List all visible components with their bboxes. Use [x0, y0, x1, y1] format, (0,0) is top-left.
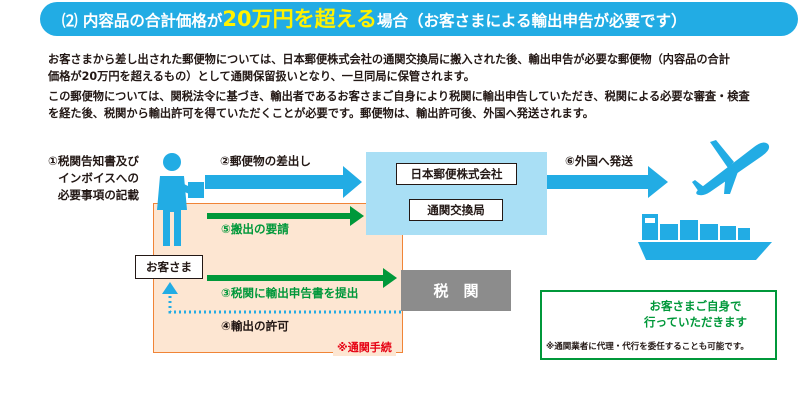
header-prefix: ⑵ 内容品の合計価格が — [62, 12, 223, 30]
step1-label: ①税関告知書及び インボイスへの 必要事項の記載 — [48, 153, 139, 204]
step3-arrow-shaft — [207, 275, 385, 281]
airplane-icon — [692, 140, 770, 196]
customer-box: お客さま — [135, 255, 203, 279]
section-header: ⑵ 内容品の合計価格が20万円を超える場合（お客さまによる輸出申告が必要です） — [40, 2, 798, 36]
legend-text: お客さまご自身で 行っていただきます — [628, 298, 763, 330]
cargo-ship-icon — [638, 214, 772, 260]
step6-label: ⑥外国へ発送 — [565, 154, 633, 168]
step1-line-1: ①税関告知書及び — [48, 154, 139, 168]
customer-icon — [157, 153, 204, 246]
legend-line-2: 行っていただきます — [644, 315, 747, 329]
step2-label: ②郵便物の差出し — [220, 154, 311, 168]
paragraph-line-4: を経た後、税関から輸出許可を得ていただくことが必要です。郵便物は、輸出許可後、外… — [48, 107, 594, 120]
step4-arrow-line — [168, 292, 401, 314]
japan-post-label: 日本郵便株式会社 — [396, 163, 517, 185]
step3-arrow-head — [383, 268, 397, 288]
step4-arrow-head — [162, 282, 178, 294]
step1-line-3: 必要事項の記載 — [57, 188, 139, 202]
step3-label: ③税関に輸出申告書を提出 — [221, 286, 359, 300]
step2-arrow — [205, 166, 362, 198]
header-suffix: 場合（お客さまによる輸出申告が必要です） — [377, 12, 687, 30]
step1-line-2: インボイスへの — [58, 171, 139, 185]
paragraph-line-3: この郵便物については、関税法令に基づき、輸出者であるお客さまご自身により税関に輸… — [48, 90, 750, 103]
legend-box — [540, 290, 777, 360]
customs-box: 税 関 — [401, 270, 511, 311]
customs-procedure-label: ※通関手続 — [333, 339, 396, 356]
legend-line-1: お客さまご自身で — [649, 299, 742, 313]
step4-label: ④輸出の許可 — [221, 319, 289, 333]
step5-arrow-head — [350, 206, 364, 226]
paragraph-line-2: 価格が20万円を超えるもの）として通関保留扱いとなり、一旦同局に保管されます。 — [48, 70, 475, 83]
step5-label: ⑤搬出の要請 — [221, 222, 289, 236]
step6-arrow — [547, 166, 668, 198]
header-highlight: 20万円を超える — [222, 7, 377, 31]
legend-note: ※通関業者に代理・代行を委任することも可能です。 — [546, 342, 749, 352]
paragraph-line-1: お客さまから差し出された郵便物については、日本郵便株式会社の通関交換局に搬入され… — [48, 53, 730, 66]
exchange-office-label: 通関交換局 — [409, 199, 503, 221]
step5-arrow-shaft — [207, 213, 352, 219]
